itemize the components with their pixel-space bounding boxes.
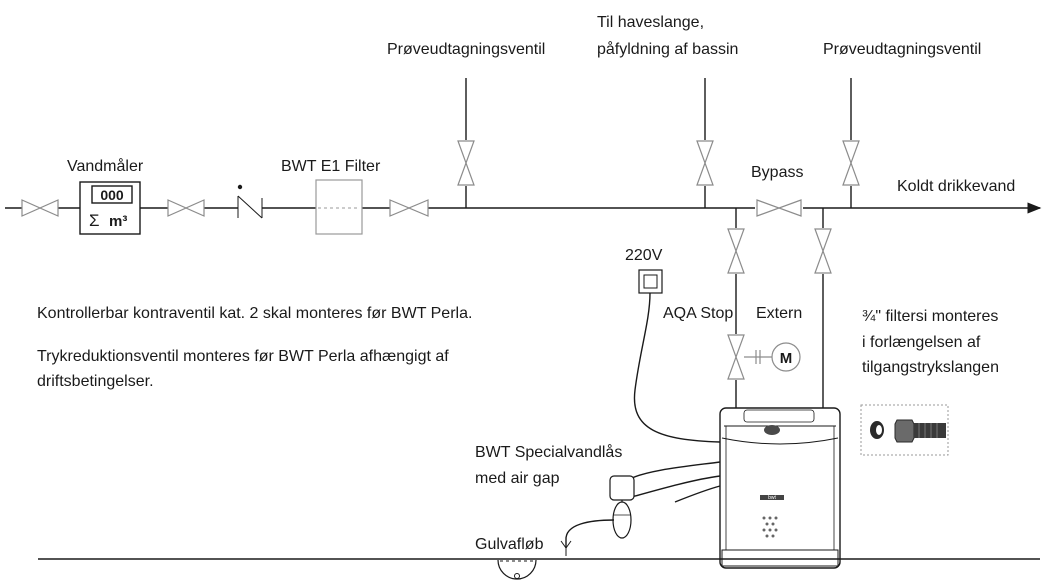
inlet-valve-icon <box>21 199 59 217</box>
softener-outlet-pipe <box>814 208 832 410</box>
motor-label: M <box>780 350 793 367</box>
bwt-perla-softener: bwt <box>719 407 841 569</box>
strainer-ring-icon <box>870 421 884 439</box>
sample-valve-left-branch <box>457 78 475 208</box>
water-meter-icon: 000 Σ m³ <box>79 181 141 235</box>
drain-hoses <box>627 461 721 503</box>
floor-drain-outlet-icon <box>497 559 537 580</box>
softener-inlet-valve-icon <box>727 228 745 274</box>
aqa-stop-valve-icon: M <box>727 334 801 380</box>
power-cable <box>633 292 721 443</box>
strainer-label-line2: i forlængelsen af <box>862 334 981 351</box>
special-trap-icon <box>609 475 635 539</box>
voltage-label: 220V <box>625 247 663 264</box>
softener-display-icon <box>762 516 778 538</box>
trap-drain-hose <box>565 519 615 548</box>
sample-valve-left-icon <box>457 140 475 186</box>
sample-valve-right-icon <box>842 140 860 186</box>
special-trap-label-line2: med air gap <box>475 470 560 487</box>
filter-label: BWT E1 Filter <box>281 158 381 175</box>
strainer-inset <box>860 404 949 456</box>
bypass-label: Bypass <box>751 164 803 181</box>
sample-valve-right-branch <box>842 78 860 208</box>
filter-outlet-valve-icon <box>389 199 429 217</box>
special-trap-label-line1: BWT Specialvandlås <box>475 443 622 461</box>
e1-filter-icon <box>315 179 363 235</box>
softener-logo-label: bwt <box>768 495 776 501</box>
aqa-extern-label: Extern <box>756 305 802 322</box>
meter-outlet-valve-icon <box>167 199 205 217</box>
floor-drain-icon <box>560 540 572 556</box>
note-pressure-line1: Trykreduktionsventil monteres før BWT Pe… <box>37 348 449 365</box>
strainer-label-line3: tilgangstrykslangen <box>862 359 999 376</box>
garden-hose-label-line1: Til haveslange, <box>597 14 704 31</box>
softener-outlet-valve-icon <box>814 228 832 274</box>
sample-valve-left-label: Prøveudtagningsventil <box>387 41 545 58</box>
sample-valve-right-label: Prøveudtagningsventil <box>823 41 981 58</box>
garden-hose-valve-icon <box>696 140 714 186</box>
softener-inlet-pipe: M <box>727 208 801 410</box>
power-socket-icon <box>638 269 663 294</box>
softener-logo: bwt <box>760 425 784 501</box>
hose-fitting-icon <box>894 419 946 443</box>
strainer-label-line1: ¾" filtersi monteres <box>862 308 998 325</box>
meter-sigma: Σ <box>89 211 100 230</box>
garden-hose-label-line2: påfyldning af bassin <box>597 40 738 58</box>
aqa-stop-label: AQA Stop <box>663 305 733 322</box>
garden-hose-branch <box>696 78 714 208</box>
floor-drain-label: Gulvafløb <box>475 536 544 553</box>
meter-digits: 000 <box>100 187 124 203</box>
water-meter-label: Vandmåler <box>67 157 144 175</box>
note-pressure-line2: driftsbetingelser. <box>37 373 154 390</box>
meter-unit: m³ <box>109 213 127 230</box>
bypass-valve-icon <box>756 199 802 217</box>
cold-water-label: Koldt drikkevand <box>897 178 1015 195</box>
check-valve-icon <box>237 184 263 219</box>
note-check-valve: Kontrollerbar kontraventil kat. 2 skal m… <box>37 305 472 322</box>
